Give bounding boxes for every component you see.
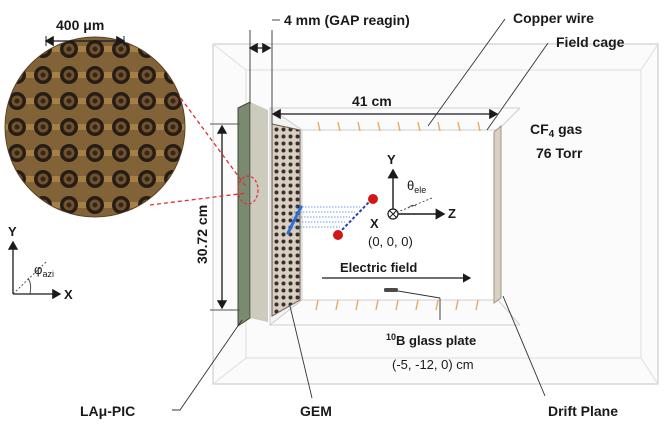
axis-z-label: Z — [448, 206, 456, 221]
boron-position-label: (-5, -12, 0) cm — [392, 357, 474, 372]
side-axis-x-label: X — [64, 287, 73, 302]
microscope-photo — [4, 36, 186, 218]
gas-label: CF4 gas — [530, 121, 582, 140]
axis-x-label: X — [370, 216, 379, 231]
boron-glass-plate — [384, 288, 398, 292]
electric-field-label: Electric field — [340, 260, 417, 275]
origin-label: (0, 0, 0) — [368, 234, 413, 249]
gap-label: 4 mm (GAP reagin) — [284, 12, 410, 28]
particle-end-2 — [333, 230, 343, 240]
gem-plane — [271, 123, 301, 317]
particle-end-1 — [368, 194, 378, 204]
theta-label: θele — [407, 178, 426, 195]
copper-wires-bottom — [315, 299, 479, 311]
field-cage-label: Field cage — [556, 34, 625, 50]
azimuth-axes — [7, 240, 62, 300]
copper-wire-label: Copper wire — [513, 10, 594, 26]
side-axis-y-label: Y — [8, 224, 17, 239]
boron-label: 10B glass plate — [386, 332, 476, 348]
origin-axes — [387, 168, 446, 220]
gem-label: GEM — [300, 403, 332, 419]
micro-scale-label: 400 μm — [56, 17, 104, 33]
projected-track — [286, 205, 303, 235]
drift-plane — [493, 124, 502, 304]
lapic-plane — [237, 101, 251, 327]
length-label: 41 cm — [352, 93, 392, 109]
zoom-target-ring — [237, 175, 259, 205]
copper-wires-top — [317, 121, 481, 132]
lapic-face — [250, 102, 268, 322]
track-drift-lines — [288, 206, 360, 228]
height-label: 30.72 cm — [194, 205, 210, 264]
axis-y-label: Y — [387, 152, 396, 167]
lapic-label: LAμ-PIC — [80, 403, 135, 419]
pressure-label: 76 Torr — [536, 145, 583, 161]
drift-plane-label: Drift Plane — [548, 403, 618, 419]
phi-label: φazi — [34, 262, 54, 279]
recoil-track — [337, 198, 373, 235]
